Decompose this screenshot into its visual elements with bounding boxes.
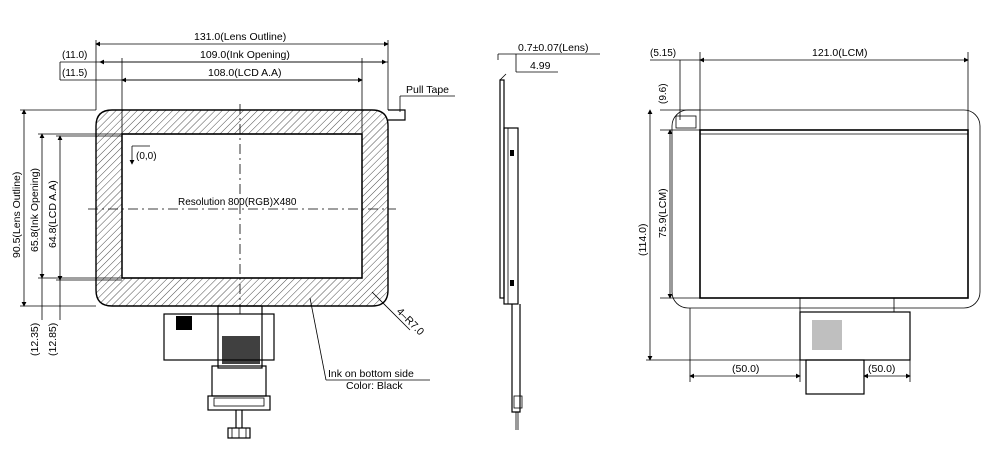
pull-tape: [388, 109, 406, 121]
offset-ink: (11.0): [62, 50, 87, 61]
overall-height: (114.0): [637, 224, 649, 257]
lcd-aa-width: 108.0(LCD A.A): [208, 67, 282, 79]
lens-outline-height: 90.5(Lens Outline): [11, 172, 23, 258]
ink-note-line1: Ink on bottom side: [328, 368, 414, 380]
offset-left: (5.15): [650, 48, 676, 59]
rear-fpc: [799, 297, 911, 395]
resolution-label: Resolution 800(RGB)X480: [178, 197, 297, 208]
lens-thickness: 0.7±0.07(Lens): [518, 42, 589, 54]
radius-label: 4–R7.0: [394, 306, 427, 339]
rear-view: 121.0(LCM) (5.15) (114.0) 75.9(LCM) (9.6…: [637, 47, 981, 395]
rear-lens-outline: [671, 109, 981, 309]
lcm-width: 121.0(LCM): [812, 47, 867, 59]
offset-bottom-2: (12.85): [47, 323, 59, 356]
ink-note-line2: Color: Black: [346, 380, 403, 392]
lcm-body: [503, 127, 519, 305]
lcm-outline: [699, 129, 969, 299]
ink-opening-width: 109.0(Ink Opening): [200, 49, 290, 61]
ink-border: [95, 109, 389, 307]
lcd-aa-height: 64.8(LCD A.A): [47, 180, 59, 248]
lens-layer: [499, 79, 505, 299]
total-thickness: 4.99: [530, 60, 551, 72]
pull-tape-label: Pull Tape: [406, 84, 449, 96]
offset-top: (9.6): [658, 83, 669, 104]
offset-bottom-1: (12.35): [29, 323, 41, 356]
lcm-height: 75.9(LCM): [657, 188, 669, 238]
lens-outline-width: 131.0(Lens Outline): [194, 31, 286, 43]
bottom-left-dim: (50.0): [732, 363, 759, 375]
front-view: Pull Tape (0,0) Resolution 800(RGB)X480 …: [11, 31, 455, 439]
bottom-right-dim: (50.0): [868, 363, 895, 375]
fpc-connector: [163, 305, 275, 439]
lcd-active-area: [121, 133, 363, 279]
side-view: 0.7±0.07(Lens) 4.99: [497, 42, 600, 430]
origin-label: (0,0): [136, 151, 157, 162]
ink-opening-height: 65.8(Ink Opening): [29, 168, 41, 252]
offset-aa: (11.5): [62, 68, 87, 79]
